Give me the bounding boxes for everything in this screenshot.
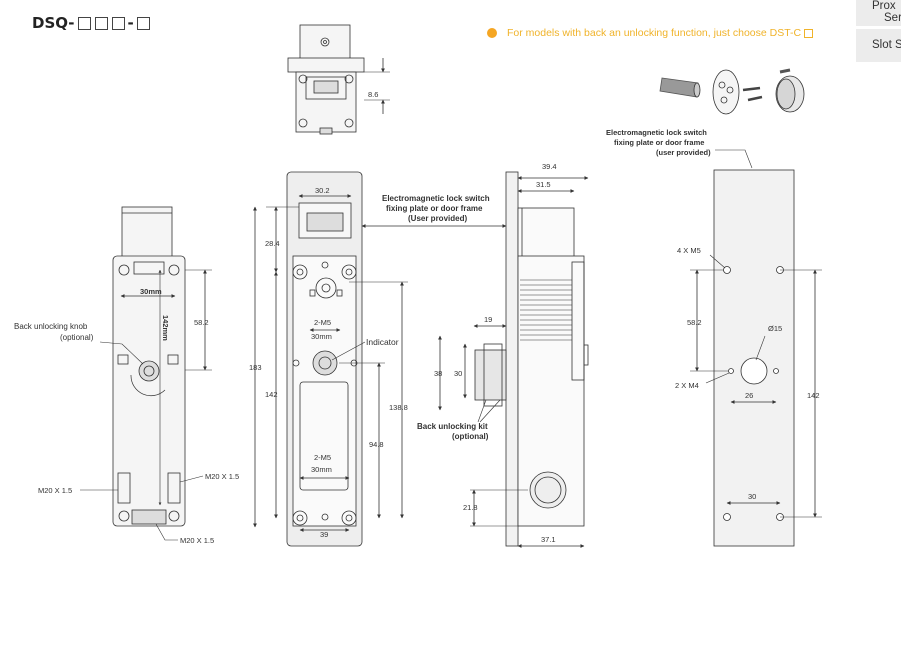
mm-top: 30mm xyxy=(311,332,332,341)
kit-label-1: Back unlocking kit xyxy=(417,422,488,431)
side-tab-slot-label: Slot S xyxy=(872,39,901,51)
plate-title-2: fixing plate or door frame xyxy=(614,138,704,147)
dim-142: 142 xyxy=(265,390,278,399)
dim-37-1: 37.1 xyxy=(541,535,556,544)
top-view: 8.6 xyxy=(287,24,390,135)
indicator-label: Indicator xyxy=(366,337,399,347)
option-box-3 xyxy=(111,16,125,30)
unlock-kit-parts xyxy=(659,68,805,115)
option-box-2 xyxy=(94,16,108,30)
dim-39: 39 xyxy=(320,530,328,539)
plate-label-3: (User provided) xyxy=(408,214,467,223)
side-view: 39.4 31.5 19 38 30 Back unlocking kit (o… xyxy=(417,162,589,548)
model-separator: - xyxy=(127,14,134,32)
model-prefix: DSQ- xyxy=(32,14,75,32)
mm-bottom: 30mm xyxy=(311,465,332,474)
dim-142-plate: 142 xyxy=(807,391,820,400)
bullet-dot-icon xyxy=(487,28,497,38)
plate-view: Electromagnetic lock switch fixing plate… xyxy=(606,128,822,547)
plate-title-3: (user provided) xyxy=(656,148,711,157)
dim-183: 183 xyxy=(249,363,262,372)
dim-31-5: 31.5 xyxy=(536,180,551,189)
plate-title-1: Electromagnetic lock switch xyxy=(606,128,707,137)
dim-30mm: 30mm xyxy=(140,287,162,296)
front-view: 30.2 183 28.4 142 2-M5 30mm Indicator 2-… xyxy=(249,171,408,547)
dia-15: Ø15 xyxy=(768,324,782,333)
plate-label-1: Electromagnetic lock switch xyxy=(382,194,490,203)
knob-label-2: (optional) xyxy=(60,333,94,342)
dim-58-2-left: 58.2 xyxy=(194,318,209,327)
option-box-1 xyxy=(77,16,91,30)
m5-top: 2-M5 xyxy=(314,318,331,327)
dim-26: 26 xyxy=(745,391,753,400)
side-tab-slot[interactable]: Slot S xyxy=(856,29,901,62)
dim-30-plate: 30 xyxy=(748,492,756,501)
unlock-note: For models with back an unlocking functi… xyxy=(487,27,814,39)
dim-39-4: 39.4 xyxy=(542,162,557,171)
dim-19: 19 xyxy=(484,315,492,324)
plate-label-2: fixing plate or door frame xyxy=(386,204,483,213)
m4-label: 2 X M4 xyxy=(675,381,699,390)
dim-21-8: 21.8 xyxy=(463,503,478,512)
knob-label-1: Back unlocking knob xyxy=(14,322,88,331)
dim-94-8: 94.8 xyxy=(369,440,384,449)
left-view: 30mm 142mm 58.2 Back unlocking knob (opt… xyxy=(14,206,239,545)
m5-bottom: 2-M5 xyxy=(314,453,331,462)
plate-label: Electromagnetic lock switch fixing plate… xyxy=(361,194,507,228)
side-tab-proximity-line2: Ser xyxy=(884,12,901,24)
note-box-icon xyxy=(804,28,814,38)
dim-28-4: 28.4 xyxy=(265,239,280,248)
dim-8-6: 8.6 xyxy=(368,90,378,99)
kit-label-2: (optional) xyxy=(452,432,489,441)
m5-label: 4 X M5 xyxy=(677,246,701,255)
m20-left: M20 X 1.5 xyxy=(38,486,72,495)
model-code: DSQ- - xyxy=(32,14,151,32)
dim-58-2-plate: 58.2 xyxy=(687,318,702,327)
dim-30-side: 30 xyxy=(454,369,462,378)
dim-138-8: 138.8 xyxy=(389,403,408,412)
m20-bottom: M20 X 1.5 xyxy=(180,536,214,545)
side-tab-proximity[interactable]: Prox Ser xyxy=(856,0,901,26)
side-tab-proximity-line1: Prox xyxy=(872,0,896,12)
unlock-note-text: For models with back an unlocking functi… xyxy=(507,27,802,39)
dim-38: 38 xyxy=(434,369,442,378)
m20-right: M20 X 1.5 xyxy=(205,472,239,481)
dim-142mm: 142mm xyxy=(161,315,170,341)
dim-30-2: 30.2 xyxy=(315,186,330,195)
option-box-4 xyxy=(136,16,150,30)
